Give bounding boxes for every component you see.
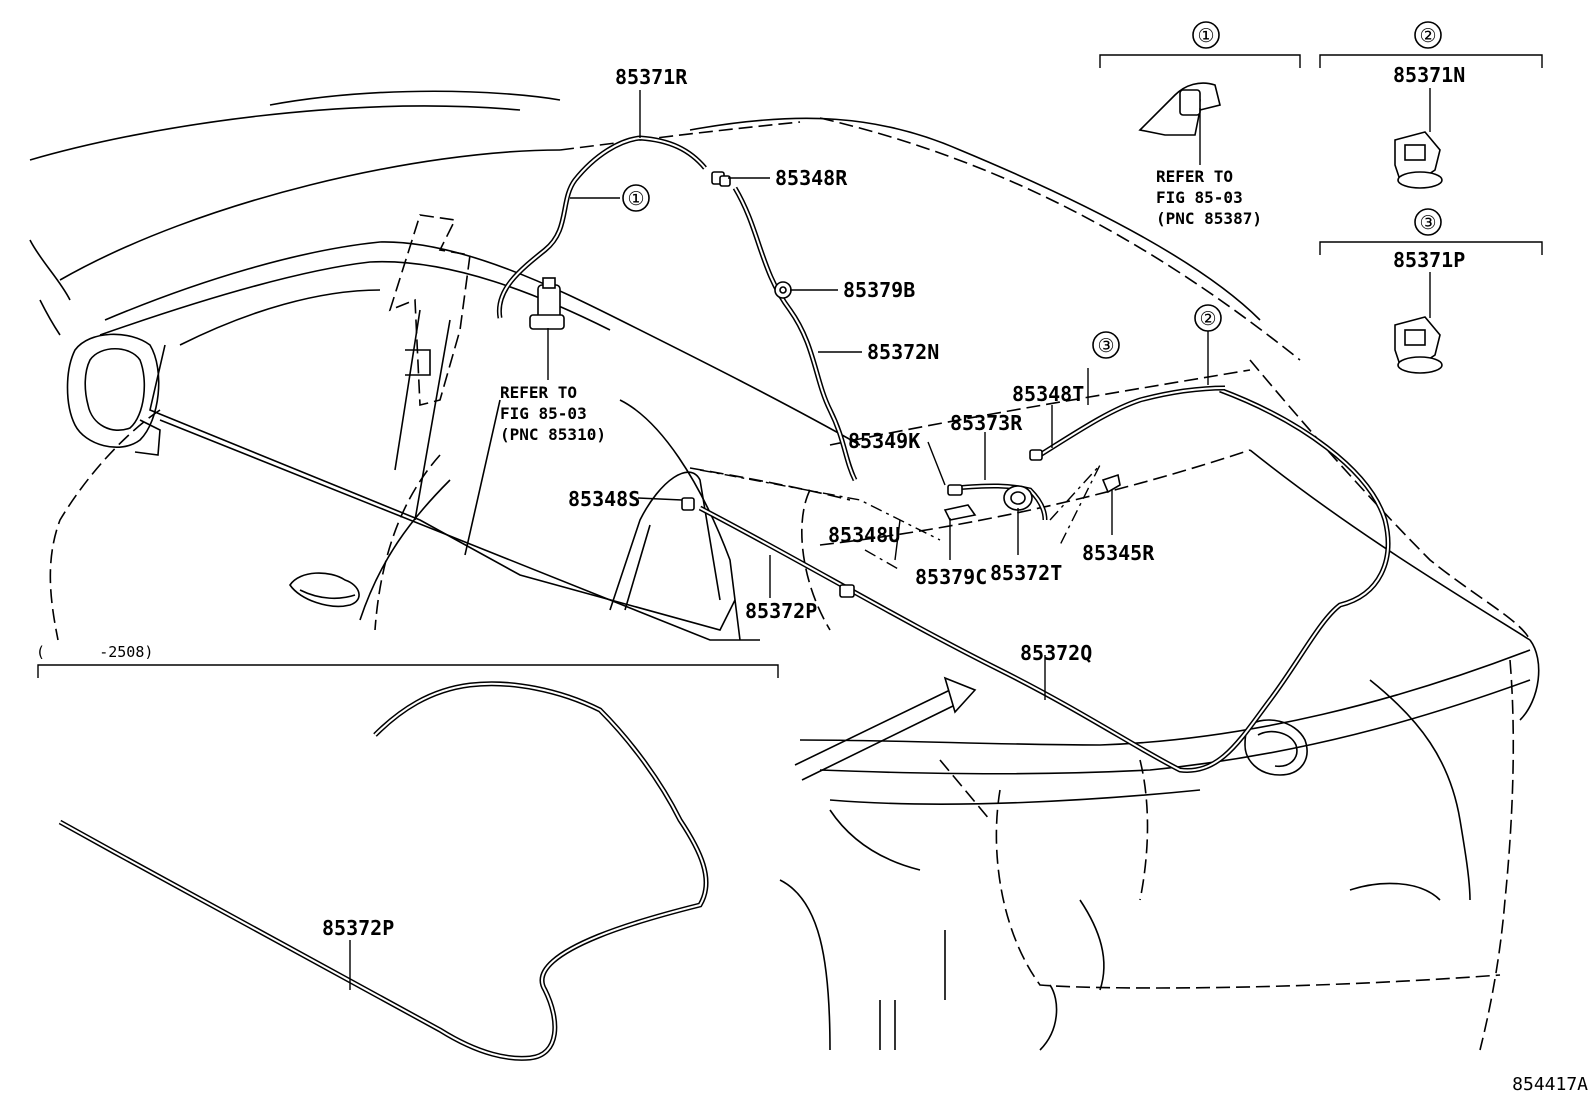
label-85379C: 85379C: [915, 565, 987, 589]
refer-note-detail-1: REFER TO FIG 85-03 (PNC 85387): [1156, 167, 1262, 228]
direction-arrow: [794, 676, 977, 781]
label-85372T: 85372T: [990, 561, 1062, 585]
callout-2-top: ②: [1419, 25, 1436, 47]
leader-lines: [349, 88, 1431, 990]
label-85372P-inset: 85372P: [322, 916, 394, 940]
refer-pump-line-2: FIG 85-03: [500, 404, 587, 423]
part-labels: 85371R 85348R 85379B 85372N 85348T 85373…: [322, 63, 1465, 940]
label-85379B: 85379B: [843, 278, 915, 302]
refer-detail-line-1: REFER TO: [1156, 167, 1233, 186]
detail-1-part: [1138, 82, 1221, 136]
label-85372Q: 85372Q: [1020, 641, 1092, 665]
callout-2-tailgate: ②: [1199, 308, 1216, 330]
washer-hoses: [58, 135, 1391, 1061]
callout-3-top: ③: [1419, 212, 1436, 234]
label-85348S: 85348S: [568, 487, 640, 511]
detail-2-part: [1394, 131, 1443, 189]
refer-detail-line-3: (PNC 85387): [1156, 209, 1262, 228]
label-85349K: 85349K: [848, 429, 920, 453]
label-85372N: 85372N: [867, 340, 939, 364]
label-85348T: 85348T: [1012, 382, 1084, 406]
label-85371R: 85371R: [615, 65, 688, 89]
refer-note-pump: REFER TO FIG 85-03 (PNC 85310): [500, 383, 606, 444]
washer-pump-part: [529, 277, 565, 330]
callout-numbers: ① ② ③ ① ② ③: [627, 25, 1436, 357]
label-85371N: 85371N: [1393, 63, 1465, 87]
callout-circles: [622, 21, 1442, 359]
callout-1-pump: ①: [627, 188, 644, 210]
detail-brackets: [37, 54, 1543, 678]
refer-detail-line-2: FIG 85-03: [1156, 188, 1243, 207]
refer-pump-line-3: (PNC 85310): [500, 425, 606, 444]
figure-code: 854417A: [1512, 1074, 1588, 1095]
callout-1-top: ①: [1197, 25, 1214, 47]
refer-pump-line-1: REFER TO: [500, 383, 577, 402]
label-85348U: 85348U: [828, 523, 900, 547]
label-85373R: 85373R: [950, 411, 1023, 435]
detail-3-part: [1394, 316, 1443, 374]
label-85348R: 85348R: [775, 166, 848, 190]
callout-3-tailgate: ③: [1097, 335, 1114, 357]
label-85345R: 85345R: [1082, 541, 1155, 565]
vehicle-body-outline: [29, 90, 1540, 1051]
label-85372P: 85372P: [745, 599, 817, 623]
range-note: ( -2508): [36, 643, 153, 661]
label-85371P: 85371P: [1393, 248, 1465, 272]
